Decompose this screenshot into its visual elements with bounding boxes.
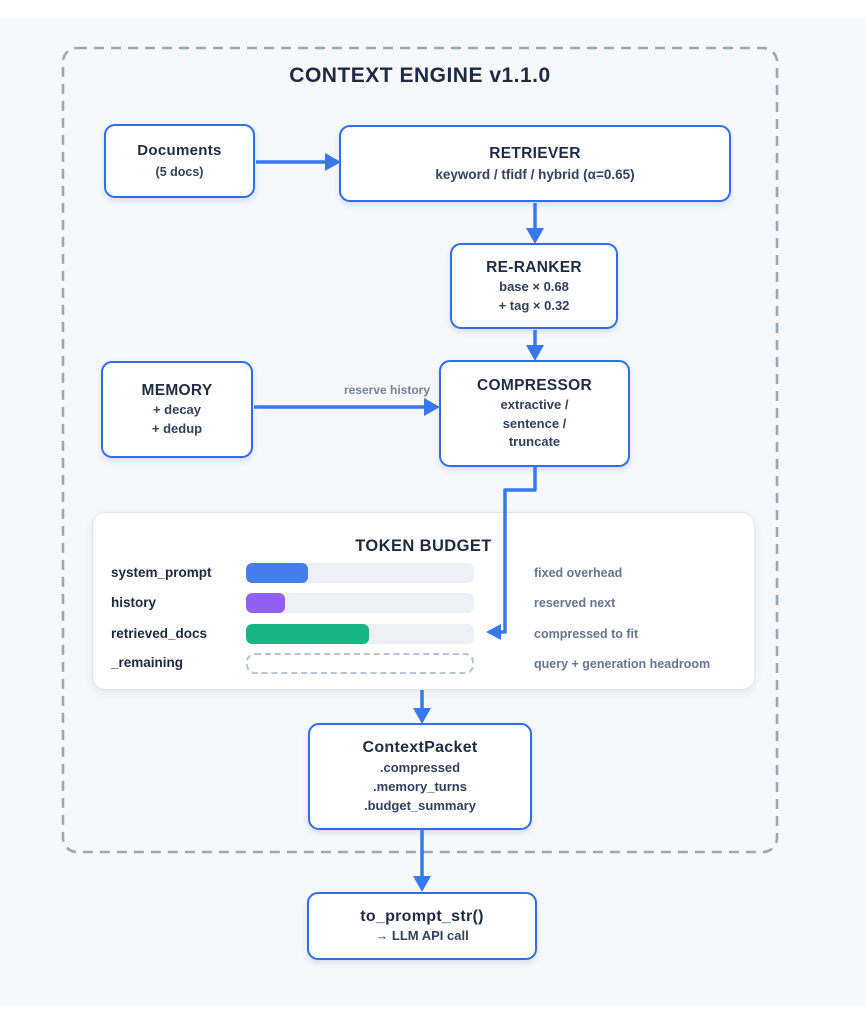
- node-to-prompt-str-title: to_prompt_str(): [360, 907, 484, 925]
- node-context-packet: ContextPacket .compressed .memory_turns …: [308, 723, 532, 830]
- node-context-packet-line: .memory_turns: [373, 778, 467, 794]
- node-context-packet-line: .compressed: [379, 759, 461, 775]
- budget-row-note: query + generation headroom: [534, 657, 711, 671]
- node-documents-subtitle: (5 docs): [155, 164, 204, 179]
- budget-bar-track: [246, 563, 474, 583]
- node-memory-title: MEMORY: [141, 382, 213, 400]
- node-compressor-line: truncate: [508, 434, 561, 450]
- node-reranker-line: base × 0.68: [499, 278, 569, 294]
- node-memory-line: + dedup: [151, 421, 203, 437]
- budget-bar-fill-retrieved-docs: [246, 624, 370, 644]
- budget-row-note: fixed overhead: [534, 566, 623, 580]
- node-documents-title: Documents: [137, 142, 222, 160]
- node-memory: MEMORY + decay + dedup: [101, 361, 253, 458]
- budget-bar-track: [246, 593, 474, 613]
- node-context-packet-line: .budget_summary: [364, 797, 476, 813]
- node-compressor-line: sentence /: [502, 415, 567, 431]
- budget-row-note: reserved next: [534, 596, 616, 610]
- token-budget-title: TOKEN BUDGET: [355, 537, 492, 555]
- budget-bar-fill-system-prompt: [246, 563, 308, 583]
- edge-label-reserve-history: reserve history: [343, 383, 431, 397]
- node-retriever-subtitle: keyword / tfidf / hybrid (α=0.65): [435, 166, 635, 182]
- node-compressor: COMPRESSOR extractive / sentence / trunc…: [439, 360, 630, 467]
- node-retriever: RETRIEVER keyword / tfidf / hybrid (α=0.…: [339, 125, 731, 202]
- budget-row-label: _remaining: [111, 655, 184, 670]
- node-reranker: RE-RANKER base × 0.68 + tag × 0.32: [450, 243, 618, 329]
- node-reranker-line: + tag × 0.32: [498, 297, 570, 313]
- budget-row-label: system_prompt: [111, 565, 212, 580]
- node-compressor-line: extractive /: [500, 396, 569, 412]
- budget-bar-fill-history: [246, 593, 285, 613]
- budget-row-label: history: [111, 595, 157, 610]
- diagram-title: CONTEXT ENGINE v1.1.0: [289, 64, 551, 87]
- node-to-prompt-str: to_prompt_str() → LLM API call: [307, 892, 537, 960]
- budget-row-note: compressed to fit: [534, 627, 639, 641]
- node-reranker-title: RE-RANKER: [486, 258, 582, 276]
- node-retriever-title: RETRIEVER: [489, 144, 581, 162]
- token-budget-panel: TOKEN BUDGET system_prompt fixed overhea…: [92, 512, 755, 690]
- budget-bar-track: [246, 624, 474, 644]
- node-context-packet-title: ContextPacket: [362, 739, 478, 757]
- node-compressor-title: COMPRESSOR: [477, 376, 592, 394]
- node-documents: Documents (5 docs): [104, 124, 255, 198]
- node-to-prompt-str-subtitle: → LLM API call: [375, 928, 469, 944]
- budget-row-label: retrieved_docs: [111, 626, 208, 641]
- node-memory-line: + decay: [152, 402, 202, 418]
- budget-remaining-dashed-box: [246, 653, 474, 674]
